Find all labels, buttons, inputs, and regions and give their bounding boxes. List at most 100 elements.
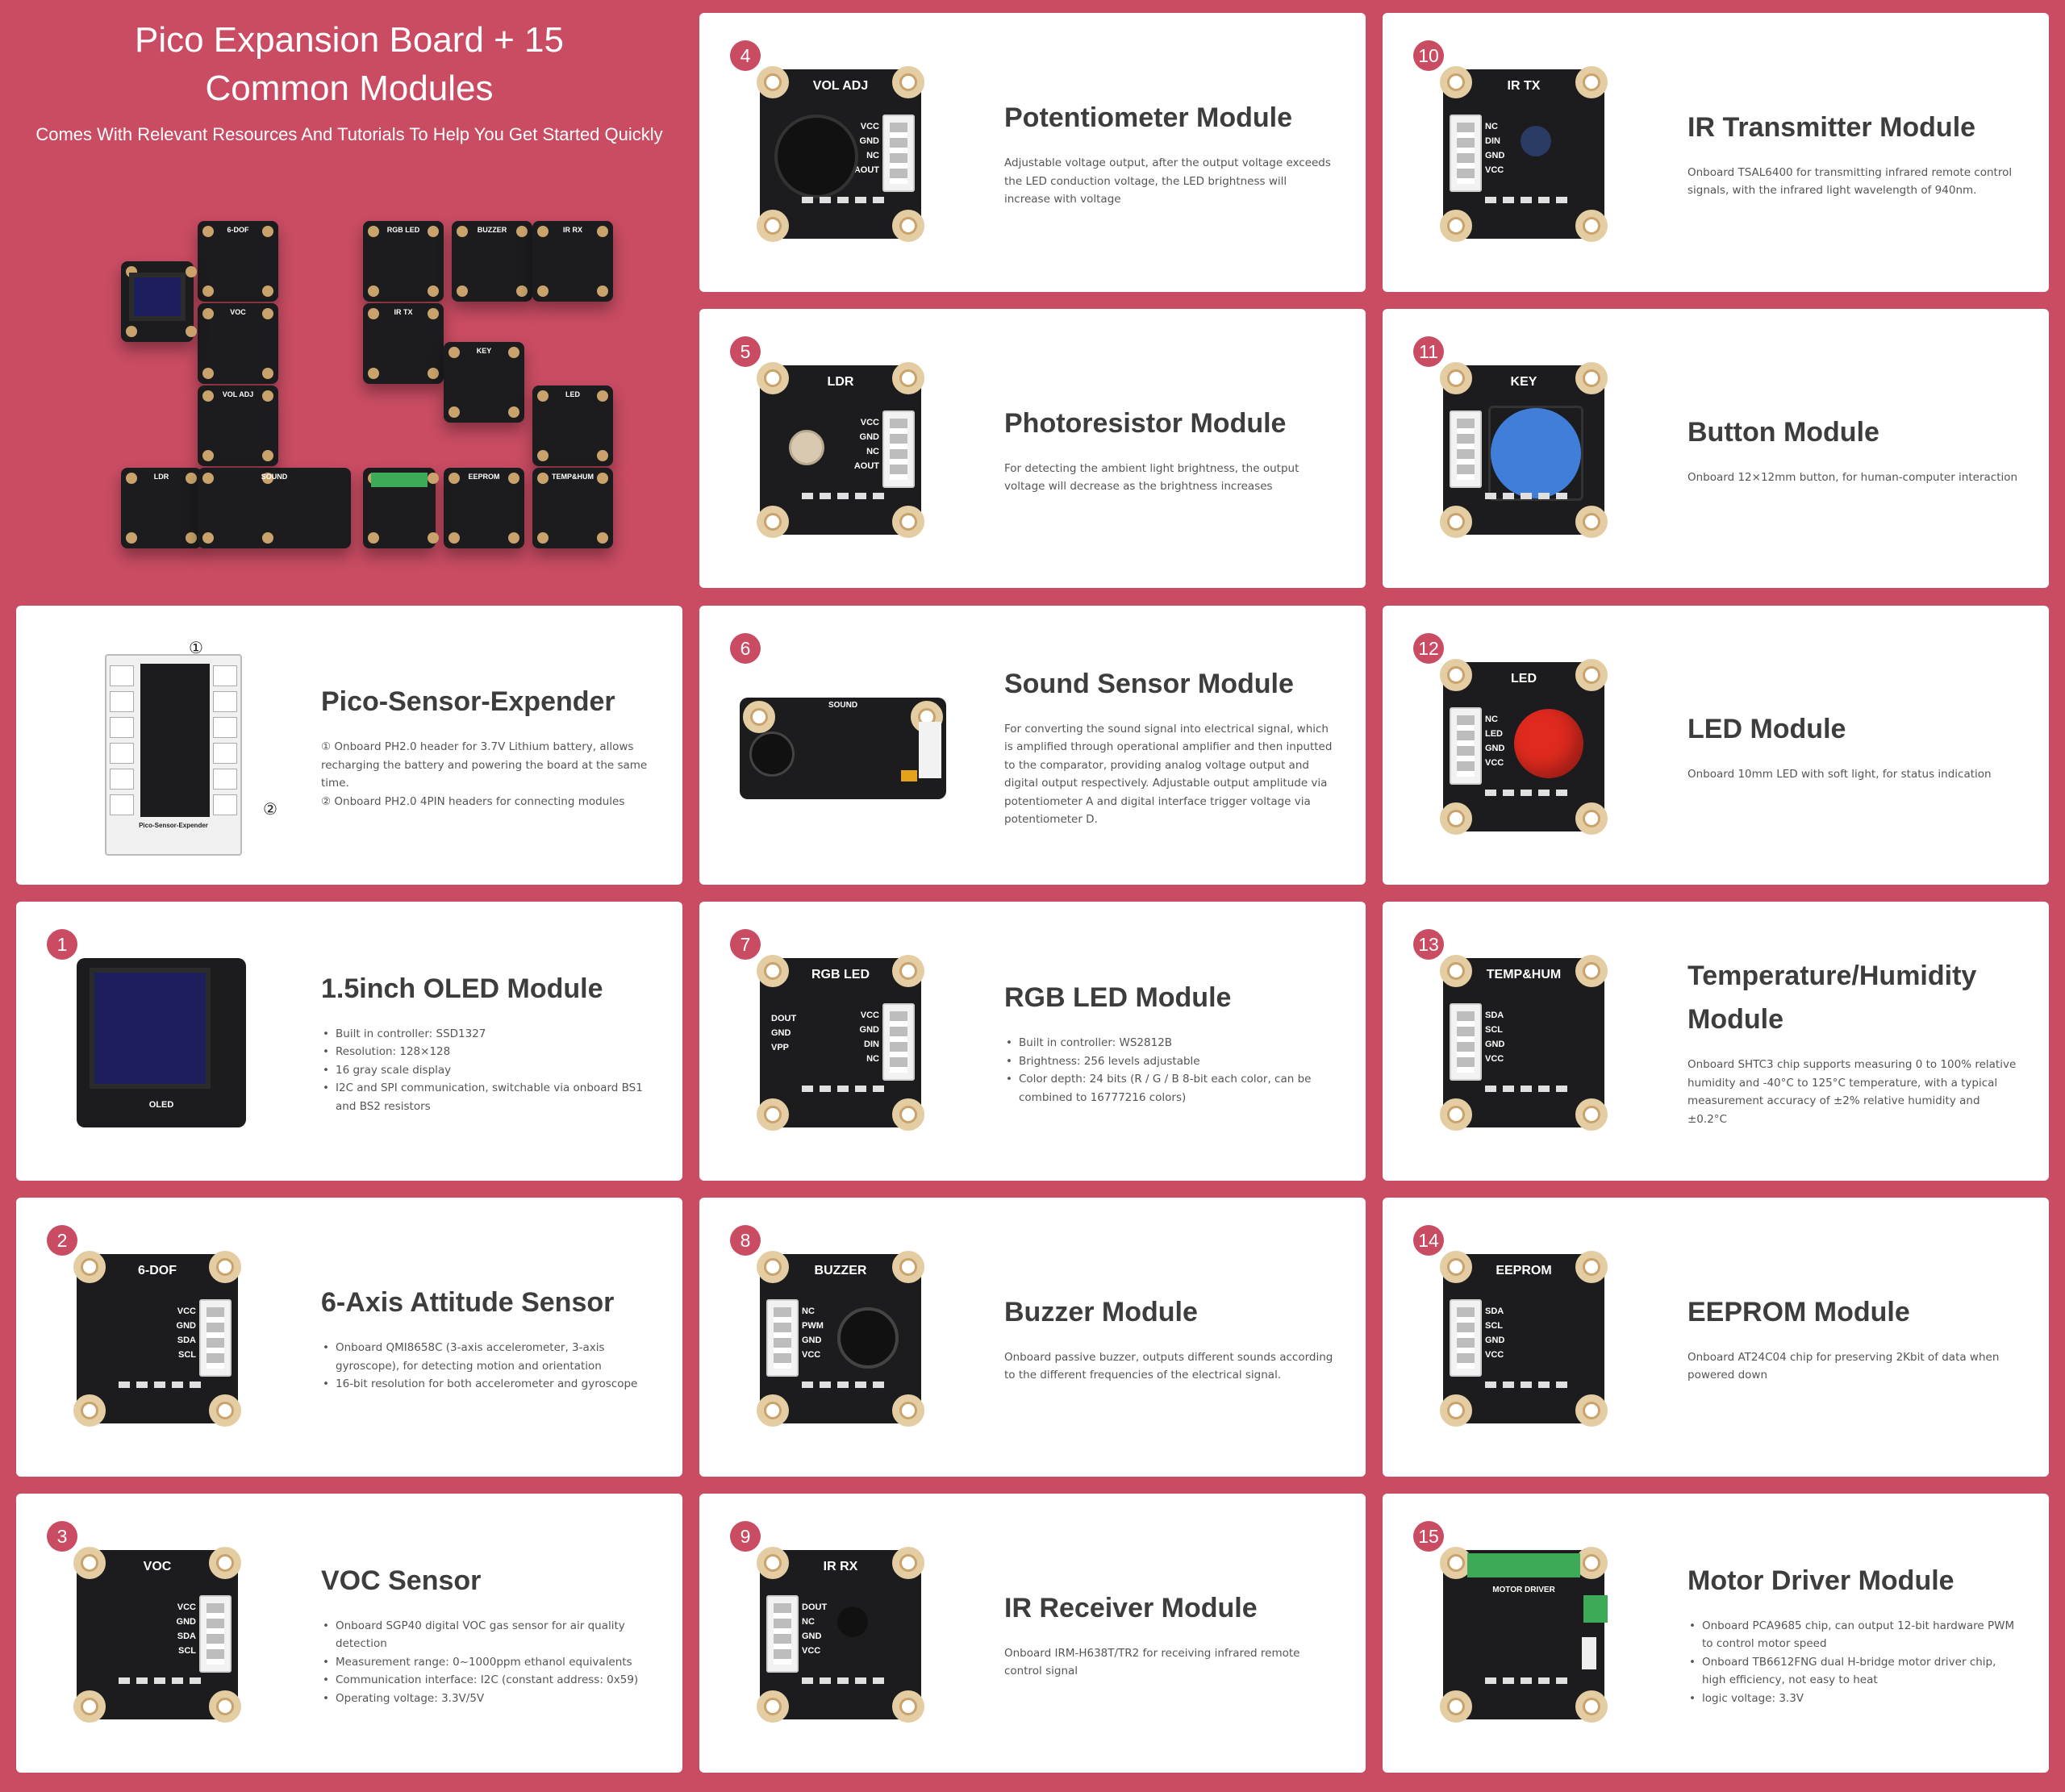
feature-item: Onboard PCA9685 chip, can output 12-bit … bbox=[1687, 1617, 2018, 1653]
smd-component bbox=[1556, 790, 1567, 796]
smd-component bbox=[873, 197, 884, 203]
pin-label: SDA bbox=[177, 1632, 196, 1641]
smd-component bbox=[1503, 1086, 1514, 1092]
pin-label: LED bbox=[1485, 729, 1503, 739]
module-title: Pico-Sensor-Expender bbox=[321, 686, 615, 717]
module-number-badge: 4 bbox=[730, 40, 761, 71]
ph2-connector bbox=[1450, 410, 1482, 488]
module-title: 1.5inch OLED Module bbox=[321, 973, 603, 1004]
motor-board-label: MOTOR DRIVER bbox=[1492, 1586, 1555, 1594]
description-text: Onboard passive buzzer, outputs differen… bbox=[1004, 1350, 1333, 1382]
feature-item: Resolution: 128×128 bbox=[321, 1043, 652, 1061]
pin-label: SDA bbox=[1485, 1306, 1504, 1316]
smd-component bbox=[855, 1382, 866, 1388]
pico-header bbox=[140, 664, 210, 817]
module-title: Temperature/Humidity Module bbox=[1687, 961, 1977, 1035]
hero-mini-label: KEY bbox=[476, 347, 492, 355]
pin-label: VCC bbox=[802, 1646, 821, 1656]
feature-list: Built in controller: WS2812BBrightness: … bbox=[1004, 1034, 1335, 1106]
mounting-hole bbox=[209, 1394, 241, 1427]
hero-mini-module: KEY bbox=[444, 342, 524, 423]
module-number-badge: 7 bbox=[730, 929, 761, 960]
hero-mini-oled bbox=[121, 261, 194, 342]
pin-label: SCL bbox=[178, 1646, 196, 1656]
smd-component bbox=[1503, 1382, 1514, 1388]
pin-label: DIN bbox=[864, 1040, 879, 1049]
ph2-connector bbox=[213, 691, 237, 712]
sound-board-label: SOUND bbox=[828, 701, 858, 710]
description-text: ① Onboard PH2.0 header for 3.7V Lithium … bbox=[321, 740, 648, 790]
ph2-connector bbox=[110, 665, 134, 686]
smd-component bbox=[802, 1382, 813, 1388]
hero-banner: Pico Expansion Board + 15 Common Modules… bbox=[16, 13, 682, 594]
mounting-hole bbox=[209, 1690, 241, 1723]
smd-component bbox=[1538, 1086, 1550, 1092]
mounting-hole bbox=[73, 1394, 106, 1427]
description-text: Onboard SHTC3 chip supports measuring 0 … bbox=[1687, 1058, 2017, 1126]
feature-item: Color depth: 24 bits (R / G / B 8-bit ea… bbox=[1004, 1070, 1335, 1106]
mounting-hole bbox=[1575, 659, 1608, 691]
mounting-hole bbox=[757, 362, 789, 394]
smd-component bbox=[802, 197, 813, 203]
mounting-hole bbox=[892, 1251, 924, 1283]
terminal-block bbox=[1467, 1553, 1580, 1577]
ph2-connector bbox=[213, 665, 237, 686]
module-description: 6-Axis Attitude SensorOnboard QMI8658C (… bbox=[321, 1198, 652, 1477]
mounting-hole bbox=[73, 1251, 106, 1283]
temphum-board-label: TEMP&HUM bbox=[1486, 968, 1562, 981]
description-text: Onboard IRM-H638T/TR2 for receiving infr… bbox=[1004, 1646, 1300, 1678]
module-title: Button Module bbox=[1687, 416, 1879, 448]
pin-label: NC bbox=[866, 1054, 879, 1064]
ph2-connector bbox=[110, 691, 134, 712]
ph2-connector bbox=[213, 717, 237, 738]
smd-component bbox=[1485, 1677, 1496, 1684]
pin-label: GND bbox=[802, 1336, 822, 1345]
irtx-board-label: IR TX bbox=[1507, 79, 1541, 93]
smd-component bbox=[1485, 1086, 1496, 1092]
pin-label: GND bbox=[1485, 1336, 1505, 1345]
ph2-connector bbox=[766, 1299, 799, 1377]
hero-mini-module: EEPROM bbox=[444, 468, 524, 548]
rgb-board-label: RGB LED bbox=[811, 968, 870, 981]
module-number-badge: 10 bbox=[1413, 40, 1444, 71]
pin-label: VCC bbox=[1485, 1350, 1504, 1360]
feature-item: Operating voltage: 3.3V/5V bbox=[321, 1690, 652, 1708]
mounting-hole bbox=[757, 506, 789, 538]
module-number-badge: 3 bbox=[47, 1521, 77, 1552]
smd-component bbox=[1538, 197, 1550, 203]
ph2-connector bbox=[1450, 115, 1482, 192]
pin-label: VCC bbox=[177, 1306, 196, 1316]
pin-label: NC bbox=[1485, 122, 1498, 131]
voc-board-label: VOC bbox=[143, 1560, 172, 1573]
expander-board: Pico-Sensor-Expender bbox=[105, 654, 242, 856]
mounting-hole bbox=[1575, 66, 1608, 98]
module-image: KEY bbox=[1439, 362, 1608, 538]
smd-component bbox=[1538, 1677, 1550, 1684]
mounting-hole bbox=[757, 1394, 789, 1427]
module-title: Sound Sensor Module bbox=[1004, 668, 1294, 699]
6dof-board-label: 6-DOF bbox=[138, 1264, 177, 1277]
description-text: ② Onboard PH2.0 4PIN headers for connect… bbox=[321, 794, 625, 808]
hero-mini-label: LDR bbox=[153, 473, 169, 481]
smd-component bbox=[1485, 493, 1496, 499]
hero-mini-label: IR RX bbox=[562, 226, 582, 234]
smd-component bbox=[802, 1677, 813, 1684]
mounting-hole bbox=[757, 1547, 789, 1579]
module-title: IR Transmitter Module bbox=[1687, 111, 1976, 143]
pin-label: VCC bbox=[1485, 758, 1504, 768]
module-title: RGB LED Module bbox=[1004, 982, 1232, 1013]
hero-mini-label: BUZZER bbox=[477, 226, 507, 234]
sound-board: SOUND bbox=[740, 698, 946, 799]
